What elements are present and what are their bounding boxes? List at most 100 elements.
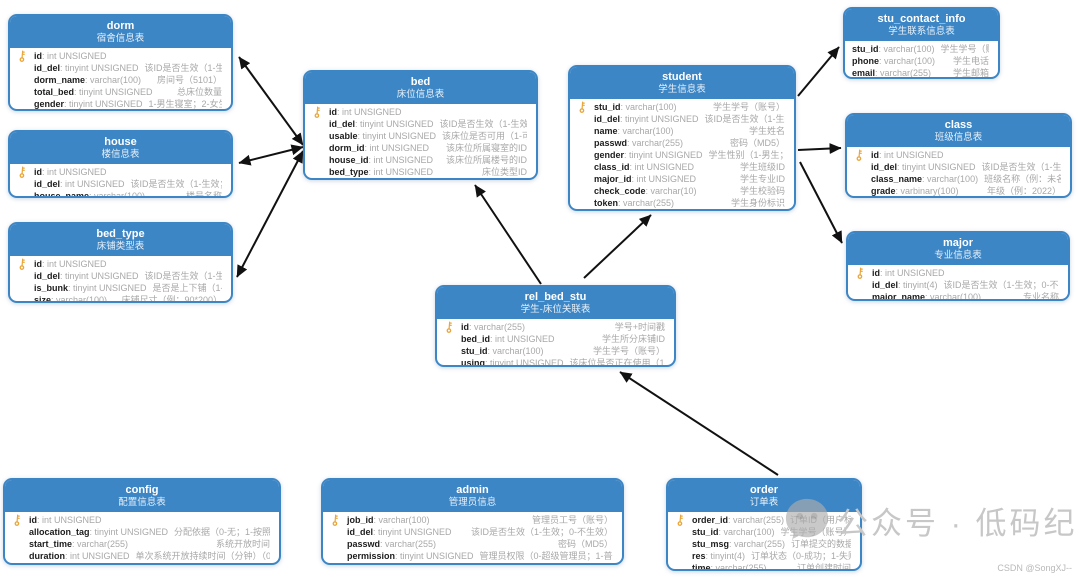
table-title: bed_type — [96, 228, 145, 240]
table-row-grade: grade: varbinary(100)年级（例：2022） — [854, 185, 1061, 196]
table-subtitle: 床位信息表 — [396, 89, 445, 100]
field-name: start_time — [29, 539, 73, 549]
field-name: phone — [852, 56, 879, 66]
field-type: : varchar(100) — [922, 174, 979, 184]
field-name: id — [34, 167, 42, 177]
table-title: bed — [410, 76, 431, 88]
primary-key-icon — [577, 100, 594, 113]
field-name: time — [692, 563, 711, 571]
field-comment: 管理员工号（账号） — [531, 515, 613, 525]
table-row-id: id: int UNSIGNED — [12, 513, 270, 526]
field-type: : varchar(100) — [718, 527, 775, 537]
field-type: : tinyint UNSIGNED — [89, 527, 169, 537]
field-type: : varchar(100) — [51, 295, 108, 303]
field-name: usable — [329, 131, 358, 141]
field-name: passwd — [594, 138, 628, 148]
field-name: name — [594, 126, 618, 136]
field-comment: 1-男生寝室；2-女生寝室 — [148, 99, 222, 109]
table-subtitle: 班级信息表 — [934, 132, 983, 143]
field-name: id_del — [594, 114, 621, 124]
table-title: dorm — [106, 20, 135, 32]
table-row-stu_id: stu_id: varchar(100)学生学号（账号） — [675, 526, 851, 538]
table-row-dorm_name: dorm_name: varchar(100)房间号（5101） — [17, 74, 222, 86]
field-comment: 学生身份标识 — [730, 198, 785, 208]
table-row-major_name: major_name: varchar(100)专业名称 — [855, 291, 1059, 301]
field-name: allocation_tag — [29, 527, 90, 537]
field-comment: 学生性别（1-男生；2-女生） — [708, 150, 785, 160]
field-type: : int UNSIGNED — [879, 150, 944, 160]
field-type: : tinyint UNSIGNED — [357, 131, 437, 141]
field-type: : varchar(255) — [728, 515, 785, 525]
table-subtitle: 学生联系信息表 — [888, 26, 955, 37]
field-comment: 楼号名称 — [185, 191, 222, 198]
primary-key-icon — [17, 165, 34, 178]
field-name: gender — [34, 99, 65, 109]
table-field-list: stu_id: varchar(100)学生学号（账号）id_del: tiny… — [570, 99, 794, 209]
field-name: using — [461, 358, 485, 367]
field-name: is_bunk — [34, 283, 69, 293]
field-type: : int UNSIGNED — [42, 259, 107, 269]
table-title: config — [125, 484, 159, 496]
field-type: : int UNSIGNED — [368, 155, 434, 165]
field-type: : varchar(255) — [380, 539, 437, 549]
field-type: : varchar(100) — [925, 292, 982, 301]
table-subtitle: 学生信息表 — [658, 84, 706, 95]
field-type: : varchar(255) — [710, 563, 767, 571]
field-type: : varchar(255) — [72, 539, 129, 549]
field-type: : varchar(255) — [618, 198, 675, 208]
field-type: : tinyint UNSIGNED — [897, 162, 976, 172]
field-name: total_bed — [34, 87, 75, 97]
table-subtitle: 配置信息表 — [118, 497, 166, 508]
field-name: id_del — [34, 63, 61, 73]
table-row-passwd: passwd: varchar(255)密码（MD5） — [577, 137, 785, 149]
primary-key-icon — [854, 148, 871, 161]
field-comment: 该ID是否生效（1-生效；0-不生效） — [144, 271, 222, 281]
field-name: passwd — [347, 539, 381, 549]
field-type: : int UNSIGNED — [368, 167, 434, 177]
table-row-order_id: order_id: varchar(255)订单ID（用户标识+时间戳） — [675, 513, 851, 526]
field-type: : varchar(100) — [89, 191, 146, 198]
table-row-stu_msg: stu_msg: varchar(255)订单提交的数据信息 — [675, 538, 851, 550]
field-name: gender — [594, 150, 625, 160]
field-comment: 学生学号（账号） — [712, 102, 785, 112]
table-row-id: id: int UNSIGNED — [17, 49, 222, 62]
field-name: major_name — [872, 292, 926, 301]
field-type: : varchar(100) — [878, 44, 935, 54]
field-name: res — [692, 551, 706, 561]
table-row-start_time: start_time: varchar(255)系统开放时间 — [12, 538, 270, 550]
field-comment: 房间号（5101） — [156, 75, 222, 85]
field-name: token — [594, 198, 619, 208]
table-row-phone: phone: varchar(100)学生电话 — [852, 55, 989, 67]
field-type: : int UNSIGNED — [37, 515, 102, 525]
field-comment: 是否是上下铺（1-是；0-不是） — [152, 283, 222, 293]
field-type: : varchar(10) — [645, 186, 697, 196]
table-row-house_name: house_name: varchar(100)楼号名称 — [17, 190, 222, 198]
field-type: : tinyint UNSIGNED — [74, 87, 153, 97]
field-type: : int UNSIGNED — [364, 143, 430, 153]
field-name: email — [852, 68, 876, 78]
field-comment: 管理员权限（0-超级管理员；1-普通寝管；2-校方领导） — [479, 551, 613, 561]
table-title: major — [943, 237, 973, 249]
field-comment: 单次系统开放持续时间（分钟）（0-一直开放） — [135, 551, 270, 561]
primary-key-icon — [675, 513, 692, 526]
